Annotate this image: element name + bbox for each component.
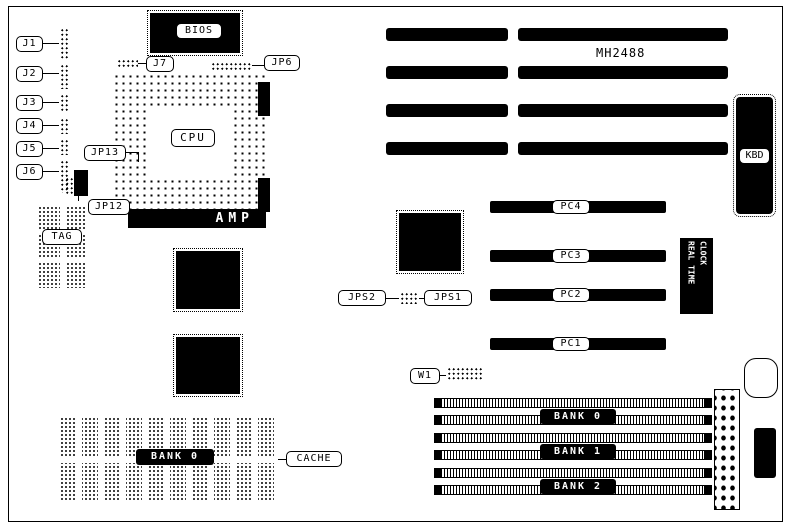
connector-line xyxy=(252,65,264,66)
label-bank0: BANK 0 xyxy=(540,409,616,424)
label-pc1: PC1 xyxy=(552,337,590,351)
jumper-block-j7 xyxy=(116,58,138,69)
connector-line xyxy=(386,298,399,299)
label-tag: TAG xyxy=(42,229,82,245)
din-connector-outline xyxy=(744,358,778,398)
connector-line xyxy=(126,152,138,153)
isa-slot xyxy=(518,28,728,41)
isa-slot xyxy=(518,66,728,79)
jumper-block-jp12 xyxy=(64,176,78,196)
isa-slot xyxy=(386,28,508,41)
socket-side-chip xyxy=(258,178,270,212)
label-bios: BIOS xyxy=(176,23,222,39)
label-pc3: PC3 xyxy=(552,249,590,263)
connector-line xyxy=(419,298,424,299)
label-j4: J4 xyxy=(16,118,43,134)
board-model: MH2488 xyxy=(596,46,646,60)
label-jps1: JPS1 xyxy=(424,290,472,306)
socket-side-chip xyxy=(258,82,270,116)
connector-line xyxy=(43,73,59,74)
label-cpu: CPU xyxy=(171,129,215,147)
jumper-block-j2 xyxy=(59,63,70,89)
chipset-chip xyxy=(396,210,464,274)
jumper-block-jps xyxy=(399,291,419,304)
label-bank1: BANK 1 xyxy=(540,444,616,459)
label-pc4: PC4 xyxy=(552,200,590,214)
isa-slot xyxy=(518,104,728,117)
connector-line xyxy=(138,63,146,64)
isa-slot xyxy=(386,66,508,79)
connector-line xyxy=(78,196,79,201)
label-w1: W1 xyxy=(410,368,440,384)
connector-line xyxy=(440,375,446,376)
label-j3: J3 xyxy=(16,95,43,111)
connector-line xyxy=(278,459,286,460)
jumper-block-jp6 xyxy=(210,61,252,70)
label-j6: J6 xyxy=(16,164,43,180)
jumper-block-j5 xyxy=(59,138,70,155)
label-j7: J7 xyxy=(146,56,174,72)
connector-line xyxy=(43,102,59,103)
connector-line xyxy=(138,152,139,162)
jumper-block-j1 xyxy=(59,27,70,59)
label-jp12: JP12 xyxy=(88,199,130,215)
isa-slot xyxy=(518,142,728,155)
jumper-block-j4 xyxy=(59,117,70,134)
label-cache-bank0: BANK 0 xyxy=(136,449,214,465)
label-j5: J5 xyxy=(16,141,43,157)
label-jp6: JP6 xyxy=(264,55,300,71)
label-jp13: JP13 xyxy=(84,145,126,161)
amp-bar: AMP xyxy=(128,209,266,228)
connector-line xyxy=(43,171,59,172)
simm-slot xyxy=(434,398,712,408)
connector-line xyxy=(43,125,59,126)
qfp-chip xyxy=(173,248,243,312)
tag-chip-array xyxy=(38,202,90,288)
label-pc2: PC2 xyxy=(552,288,590,302)
connector-line xyxy=(43,43,59,44)
jumper-block-j3 xyxy=(59,93,70,113)
qfp-chip xyxy=(173,334,243,397)
isa-slot xyxy=(386,104,508,117)
simm-slot xyxy=(434,468,712,478)
rtc-text-line2: CLOCK xyxy=(698,241,708,266)
diagram-border xyxy=(8,6,783,522)
real-time-clock: REAL TIME CLOCK xyxy=(680,238,713,314)
edge-connector xyxy=(754,428,776,478)
label-j1: J1 xyxy=(16,36,43,52)
isa-slot xyxy=(386,142,508,155)
label-cache: CACHE xyxy=(286,451,342,467)
power-connector xyxy=(714,389,740,510)
label-jps2: JPS2 xyxy=(338,290,386,306)
jumper-block-w1 xyxy=(446,366,484,381)
rtc-text-line1: REAL TIME xyxy=(686,241,696,285)
simm-slot xyxy=(434,433,712,443)
label-j2: J2 xyxy=(16,66,43,82)
label-bank2: BANK 2 xyxy=(540,479,616,494)
label-kbd: KBD xyxy=(739,148,770,164)
connector-line xyxy=(43,148,59,149)
